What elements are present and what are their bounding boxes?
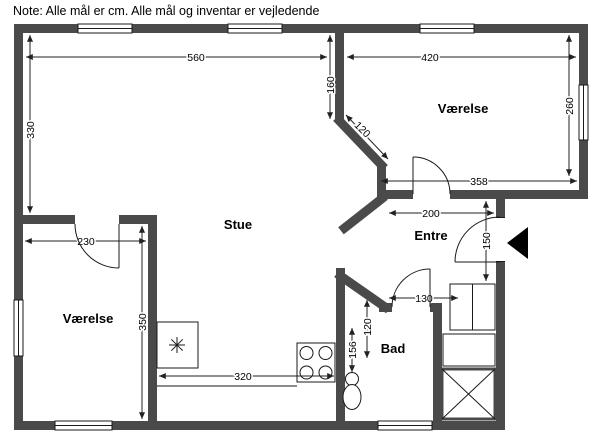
door-entrance [454, 216, 501, 263]
room-label-vaerelse-top: Værelse [438, 101, 489, 116]
room-label-bad: Bad [381, 341, 406, 356]
wall-outer-bottom [14, 421, 505, 430]
wall-bath-right [433, 303, 442, 421]
door-arc [454, 216, 501, 263]
room-label-vaerelse-bottom: Værelse [63, 311, 114, 326]
dim-320: 320 [234, 371, 252, 383]
dimline-120-diag [345, 114, 389, 160]
wall-bedroom-top-bottom-b [450, 190, 588, 199]
dim-260: 260 [564, 97, 576, 115]
dim-330: 330 [25, 121, 37, 139]
dim-200: 200 [422, 208, 440, 220]
wall-bath-left [336, 268, 345, 421]
window-top-2-icon [227, 23, 283, 34]
sink-icon [156, 321, 199, 369]
window-top-1-icon [77, 23, 133, 34]
shaft-cross [441, 368, 496, 420]
door-bath [391, 268, 431, 308]
entrance-opening [495, 217, 506, 262]
dim-120-bad: 120 [362, 318, 374, 336]
fixtures [156, 283, 497, 421]
burner [318, 346, 333, 360]
dimension-lines [25, 35, 577, 419]
dim-156: 156 [347, 341, 359, 359]
wall-diagonal-hall-upper [338, 192, 388, 235]
door-arc [412, 156, 451, 195]
shaft-icon [440, 367, 497, 421]
doors [74, 156, 501, 308]
cabinet-icon [442, 333, 496, 367]
dim-350: 350 [137, 313, 149, 331]
wall-outer-right-lower [496, 262, 505, 430]
wall-bedroom-bottom-top-a [14, 215, 75, 224]
wall-bedroom-top-left [335, 24, 344, 121]
dim-358: 358 [470, 176, 488, 188]
toilet-icon [342, 372, 362, 410]
entrance-arrow-icon [507, 227, 528, 259]
window-bottom-2-icon [377, 420, 433, 431]
toilet-bowl [342, 384, 362, 410]
dim-160: 160 [325, 76, 337, 94]
sink-star-line [170, 338, 184, 352]
wall-bedroom-bottom-right [148, 215, 157, 430]
wardrobe-icon [449, 283, 496, 331]
wall-bedroom-top-bottom-a [381, 190, 413, 199]
window-bottom-1-icon [54, 420, 113, 431]
room-labels: Stue Værelse Værelse Entre Bad [63, 101, 489, 356]
wall-outer-top [14, 24, 588, 33]
wall-entrance-stub [496, 199, 505, 217]
window-right-icon [578, 84, 589, 141]
window-top-3-icon [419, 23, 475, 34]
door-bedroom-top [412, 156, 451, 195]
room-label-entre: Entre [414, 228, 447, 243]
windows [13, 23, 589, 431]
door-arc [74, 223, 120, 269]
room-label-stue: Stue [224, 217, 252, 232]
dim-230: 230 [77, 236, 95, 248]
dim-560: 560 [187, 52, 205, 64]
dim-420: 420 [421, 52, 439, 64]
door-bedroom-bottom [74, 223, 120, 269]
window-left-icon [13, 299, 24, 357]
note-text: Note: Alle mål er cm. Alle mål og invent… [13, 4, 319, 18]
wall-diagonal-hall-lower [334, 269, 392, 314]
burner [299, 346, 314, 360]
dimension-labels: 560 420 330 160 120 260 358 200 150 230 … [24, 51, 578, 385]
dim-130: 130 [415, 293, 433, 305]
dim-150: 150 [481, 232, 493, 250]
wall-outer-left [14, 24, 23, 430]
door-arc [391, 268, 431, 308]
toilet-cistern [345, 372, 359, 386]
wall-bedroom-bottom-top-b [119, 215, 157, 224]
entrance-gap [495, 217, 506, 262]
